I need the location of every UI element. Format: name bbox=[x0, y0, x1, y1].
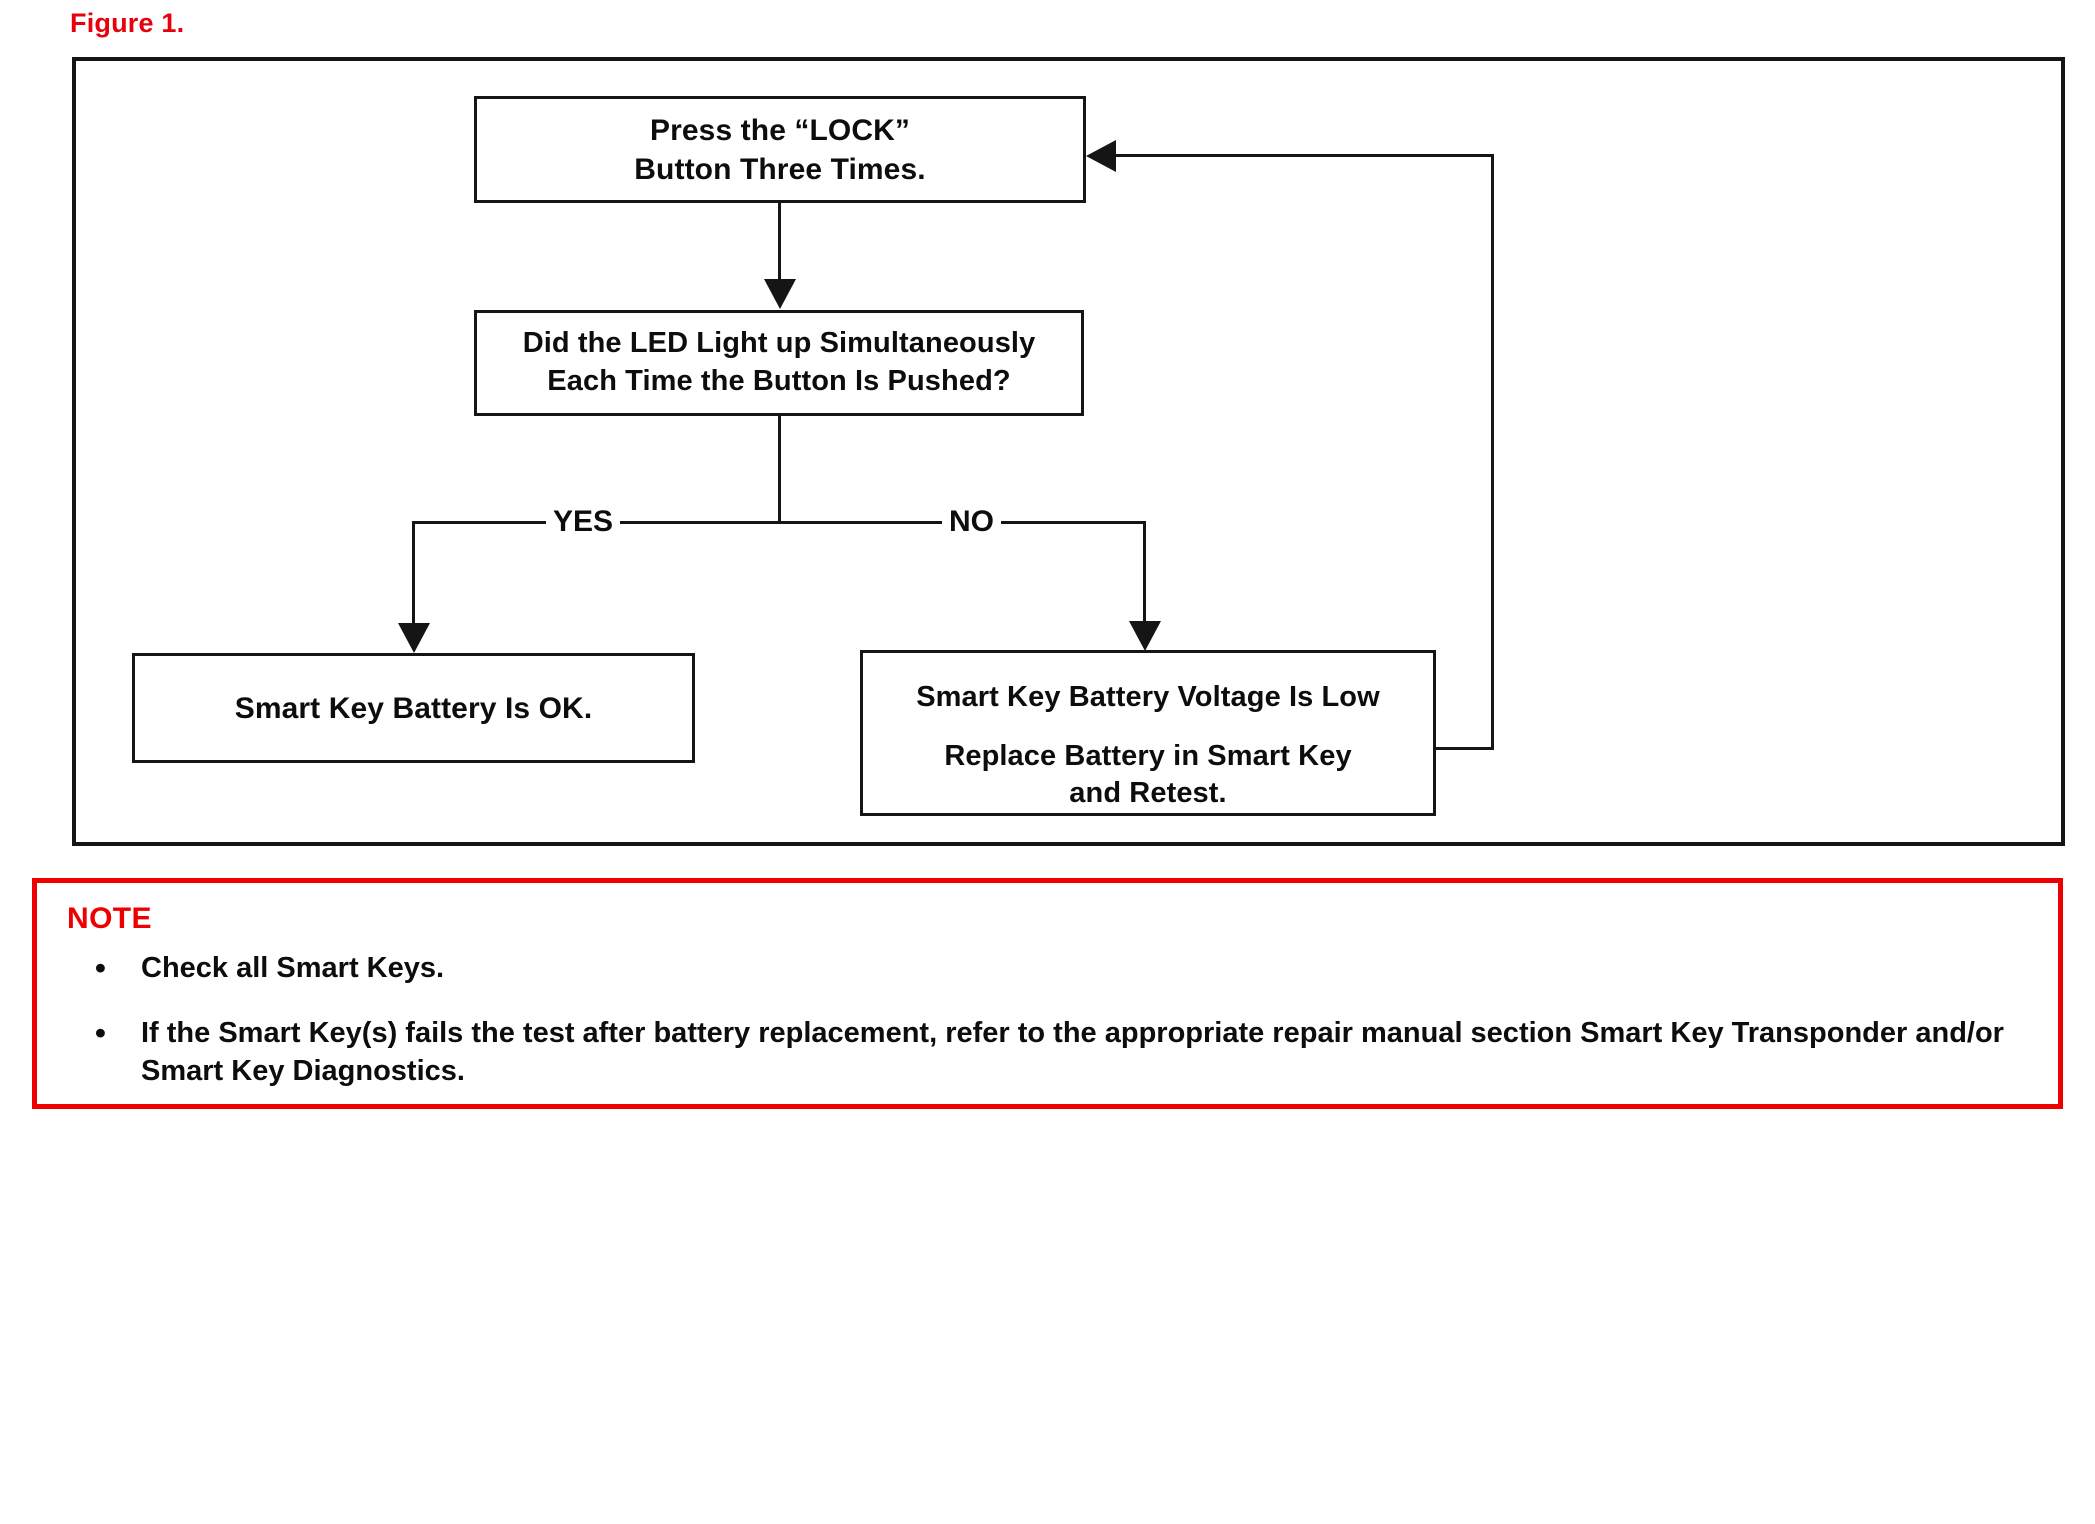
node-press-line-1: Press the “LOCK” bbox=[650, 113, 910, 147]
connector-no-drop bbox=[1143, 521, 1146, 623]
flow-node-battery-low: Smart Key Battery Voltage Is Low Replace… bbox=[860, 650, 1436, 816]
flowchart: Press the “LOCK” Button Three Times. Did… bbox=[76, 61, 2061, 842]
connector-loop-right bbox=[1491, 154, 1494, 750]
note-item-1-text: Check all Smart Keys. bbox=[141, 952, 445, 984]
flow-node-press-lock: Press the “LOCK” Button Three Times. bbox=[474, 96, 1086, 203]
arrowhead-into-press-box bbox=[1086, 140, 1116, 172]
bullet-icon: • bbox=[95, 1014, 106, 1050]
branch-label-yes: YES bbox=[546, 507, 621, 537]
connector-decision-stem bbox=[778, 416, 781, 522]
bullet-icon: • bbox=[95, 950, 106, 985]
flow-node-decision-led: Did the LED Light up Simultaneously Each… bbox=[474, 310, 1084, 416]
node-low-line-1: Smart Key Battery Voltage Is Low bbox=[916, 681, 1380, 713]
node-decision-line-1: Did the LED Light up Simultaneously bbox=[522, 327, 1036, 360]
note-item-2-text: If the Smart Key(s) fails the test after… bbox=[141, 1016, 2004, 1088]
connector-loop-top bbox=[1114, 154, 1494, 157]
branch-label-no: NO bbox=[942, 507, 1001, 537]
arrowhead-into-decision bbox=[764, 279, 796, 309]
note-bullet-list: • Check all Smart Keys. • If the Smart K… bbox=[83, 949, 2038, 1117]
node-ok-line-1: Smart Key Battery Is OK. bbox=[234, 691, 593, 725]
note-title: NOTE bbox=[67, 902, 152, 935]
connector-loop-bottom bbox=[1434, 747, 1494, 750]
arrowhead-into-ok-box bbox=[398, 623, 430, 653]
node-decision-line-2: Each Time the Button Is Pushed? bbox=[547, 365, 1011, 397]
node-low-line-3: and Retest. bbox=[1069, 777, 1227, 810]
note-panel: NOTE • Check all Smart Keys. • If the Sm… bbox=[32, 878, 2063, 1109]
flow-node-battery-ok: Smart Key Battery Is OK. bbox=[132, 653, 695, 763]
connector-press-to-decision bbox=[778, 203, 781, 281]
note-bullet-item-2: • If the Smart Key(s) fails the test aft… bbox=[83, 1014, 2038, 1091]
connector-yes-drop bbox=[412, 521, 415, 625]
node-low-line-2: Replace Battery in Smart Key bbox=[944, 739, 1352, 772]
figure-caption: Figure 1. bbox=[70, 8, 185, 38]
figure-frame: Press the “LOCK” Button Three Times. Did… bbox=[72, 57, 2065, 846]
connector-branch-bar bbox=[412, 521, 1146, 524]
node-press-line-2: Button Three Times. bbox=[634, 152, 926, 186]
arrowhead-into-low-box bbox=[1129, 621, 1161, 651]
note-bullet-item-1: • Check all Smart Keys. bbox=[83, 949, 2038, 988]
